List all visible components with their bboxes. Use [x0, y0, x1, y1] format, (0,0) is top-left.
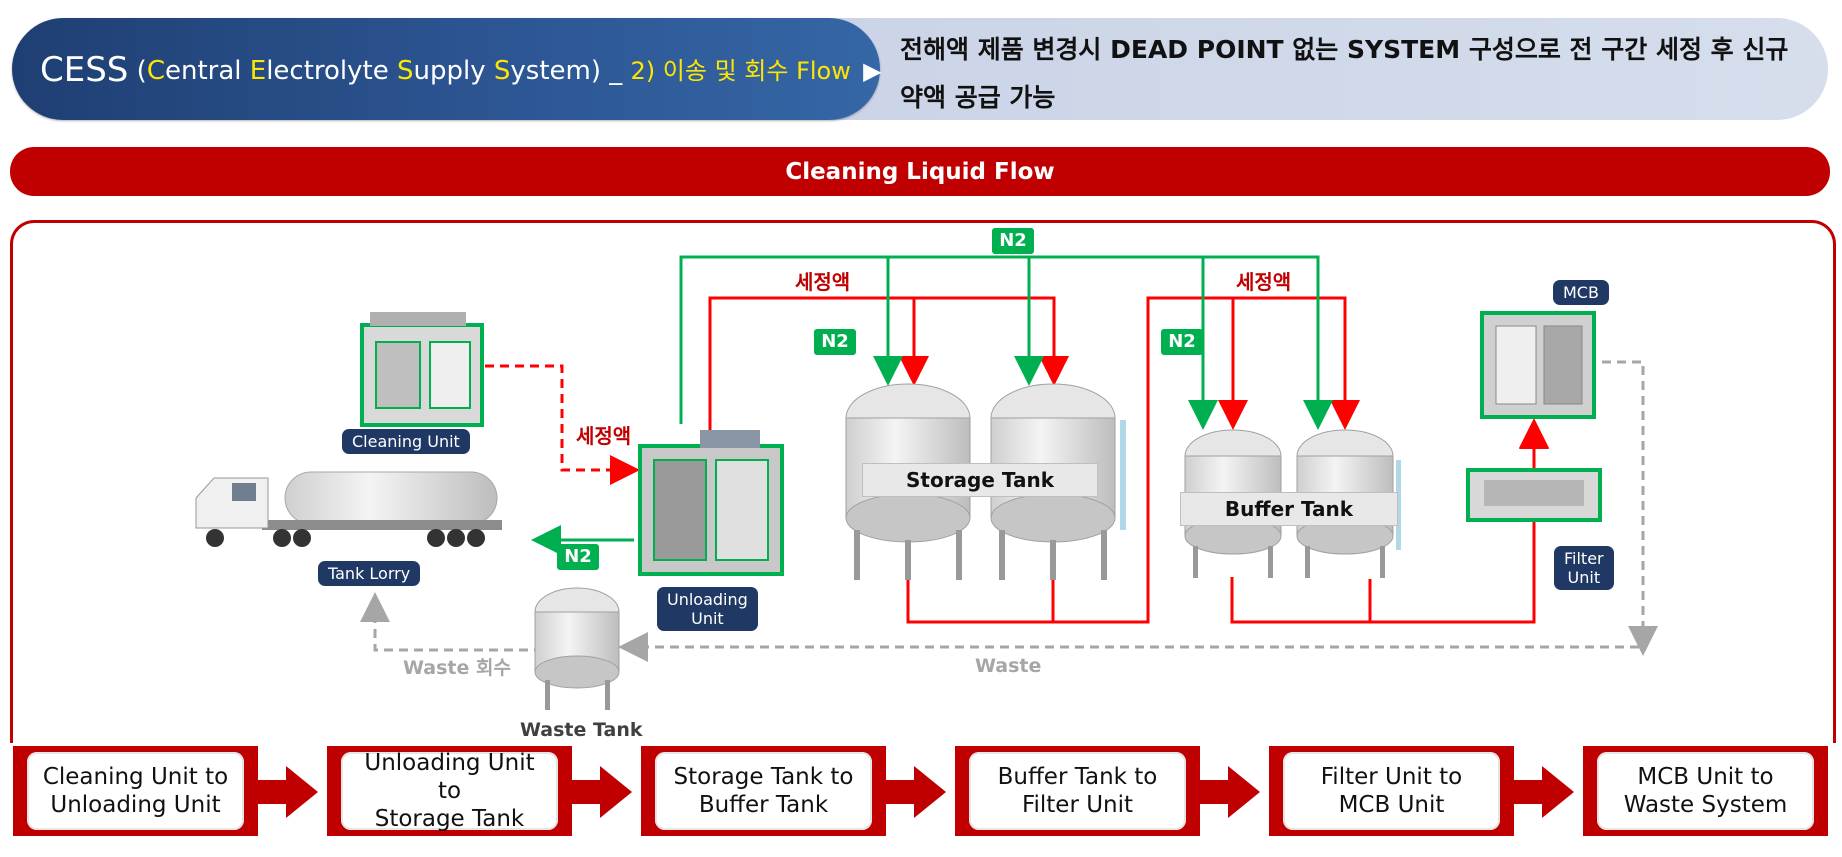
waste-tank-equipment: [534, 587, 620, 710]
label-waste-tank: Waste Tank: [520, 719, 643, 741]
label-waste-return: Waste 회수: [403, 657, 511, 679]
step-arrow-icon: [886, 766, 946, 818]
step-label: Storage Tank to Buffer Tank: [673, 764, 854, 818]
header-title: CESS (Central Electrolyte Supply System)…: [40, 48, 882, 90]
title-subtitle: 2) 이송 및 회수 Flow: [630, 57, 851, 85]
title-initial-c: C: [146, 56, 165, 86]
step-mcb-to-waste: MCB Unit to Waste System: [1583, 746, 1828, 836]
title-word-upply: upply: [413, 56, 494, 86]
n2-badge-buffer: N2: [1161, 329, 1203, 355]
label-storage-tank: Storage Tank: [862, 463, 1098, 497]
title-word-ystem: ystem): [510, 56, 601, 86]
section-title: Cleaning Liquid Flow: [785, 159, 1055, 185]
step-filter-to-mcb: Filter Unit to MCB Unit: [1269, 746, 1514, 836]
title-word-entral: entral: [164, 56, 250, 86]
step-storage-to-buffer: Storage Tank to Buffer Tank: [641, 746, 886, 836]
tank-lorry-vehicle: [195, 471, 502, 547]
title-separator: _: [601, 56, 631, 86]
step-label: Buffer Tank to Filter Unit: [997, 764, 1158, 818]
label-buffer-tank: Buffer Tank: [1180, 492, 1398, 526]
title-paren: (: [136, 56, 147, 86]
title-initial-s1: S: [397, 56, 414, 86]
label-waste: Waste: [975, 655, 1042, 677]
label-cleaning-liquid-buffer: 세정액: [1236, 270, 1292, 294]
cleaning-liquid-lines: [485, 296, 1549, 624]
step-arrow-icon: [572, 766, 632, 818]
step-cleaning-to-unloading: Cleaning Unit to Unloading Unit: [13, 746, 258, 836]
label-tank-lorry: Tank Lorry: [318, 561, 421, 586]
step-label: Unloading Unit to Storage Tank: [364, 750, 535, 832]
triangle-right-icon: ▶: [863, 57, 882, 85]
label-cleaning-unit: Cleaning Unit: [342, 429, 470, 454]
filter-unit-equipment: [1466, 468, 1602, 522]
title-initial-s2: S: [493, 56, 511, 86]
n2-lines: [531, 255, 1333, 555]
cleaning-unit-equipment: [360, 312, 484, 427]
header-description: 전해액 제품 변경시 DEAD POINT 없는 SYSTEM 구성으로 전 구…: [900, 35, 1789, 112]
header-description-pill: [700, 18, 1828, 120]
label-filter-unit: Filter Unit: [1554, 546, 1614, 590]
title-cess: CESS: [40, 50, 129, 90]
label-unloading-unit: Unloading Unit: [657, 587, 758, 631]
n2-badge-top: N2: [992, 228, 1034, 254]
header-title-pill: CESS (Central Electrolyte Supply System)…: [12, 18, 882, 120]
step-arrow-icon: [258, 766, 318, 818]
step-arrow-icon: [1200, 766, 1260, 818]
waste-lines: [360, 360, 1658, 662]
label-cleaning-liquid-unloading: 세정액: [576, 424, 632, 448]
step-arrow-icon: [1514, 766, 1574, 818]
n2-badge-unloading: N2: [557, 544, 599, 570]
step-label: Filter Unit to MCB Unit: [1320, 764, 1463, 818]
step-buffer-to-filter: Buffer Tank to Filter Unit: [955, 746, 1200, 836]
step-label: MCB Unit to Waste System: [1623, 764, 1788, 818]
mcb-equipment: [1480, 311, 1596, 419]
n2-badge-storage: N2: [814, 329, 856, 355]
step-unloading-to-storage: Unloading Unit to Storage Tank: [327, 746, 572, 836]
step-label: Cleaning Unit to Unloading Unit: [42, 764, 229, 818]
label-cleaning-liquid-storage: 세정액: [795, 270, 851, 294]
section-title-bar: Cleaning Liquid Flow: [10, 147, 1830, 196]
title-word-lectrolyte: lectrolyte: [266, 56, 397, 86]
title-initial-e: E: [249, 56, 267, 86]
unloading-unit-equipment: [638, 430, 784, 576]
label-mcb: MCB: [1553, 280, 1609, 305]
